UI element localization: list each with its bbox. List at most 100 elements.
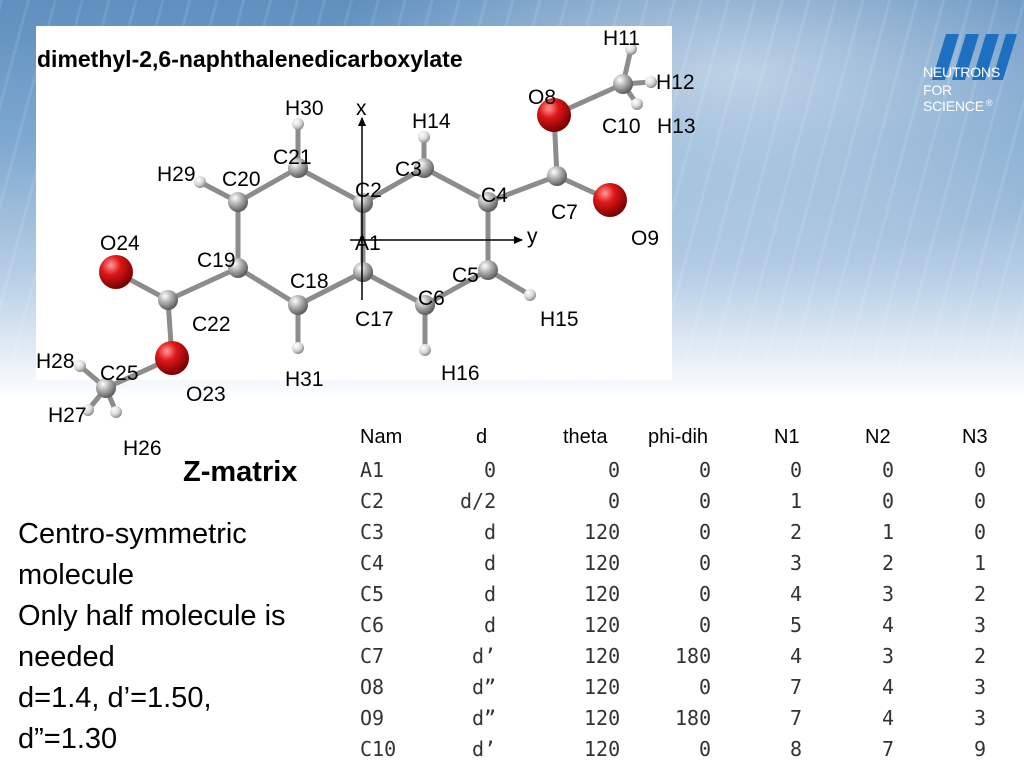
- note-line: Centro-symmetric: [18, 518, 247, 550]
- zmatrix-atom-name: C7: [360, 644, 385, 668]
- zmatrix-cell: 120: [584, 551, 621, 575]
- atom-label-C25: C25: [100, 362, 139, 385]
- atom-C25: [96, 378, 116, 398]
- logo-bar-2: [952, 34, 979, 80]
- zmatrix-cell: 3: [882, 582, 895, 606]
- atom-C20: [228, 192, 248, 212]
- atom-label-O23: O23: [186, 383, 226, 406]
- zmatrix-cell: 0: [699, 520, 712, 544]
- bond-C4-C7: [485, 173, 560, 205]
- atom-label-C3: C3: [395, 158, 422, 181]
- zmatrix-cell: 5: [790, 613, 803, 637]
- atom-label-H16: H16: [441, 362, 480, 385]
- bond-C5-C6: [422, 267, 491, 308]
- atom-H15: [524, 289, 536, 301]
- zmatrix-cell: 0: [882, 489, 895, 513]
- atom-C4: [478, 192, 498, 212]
- atom-H29: [194, 176, 206, 188]
- zmatrix-header-theta: theta: [563, 426, 608, 448]
- atom-label-C21: C21: [273, 146, 312, 169]
- atom-H30: [292, 118, 304, 130]
- bond-A1-C18: [295, 269, 366, 308]
- zmatrix-cell: d: [484, 520, 497, 544]
- bond-C20-C21: [235, 165, 301, 205]
- bond-C2-C3: [360, 165, 427, 206]
- zmatrix-cell: 7: [790, 675, 803, 699]
- zmatrix-cell: 1: [974, 551, 987, 575]
- zmatrix-cell: 3: [882, 644, 895, 668]
- logo-bar-1: [932, 34, 959, 80]
- atom-label-C18: C18: [290, 270, 329, 293]
- zmatrix-cell: 3: [974, 675, 987, 699]
- atom-label-C5: C5: [452, 264, 479, 287]
- zmatrix-cell: 7: [882, 737, 895, 761]
- atom-label-H12: H12: [656, 71, 695, 94]
- ill-logo: [932, 34, 1017, 80]
- zmatrix-cell: 3: [974, 706, 987, 730]
- note-line: molecule: [18, 559, 135, 591]
- atom-H28: [74, 360, 86, 372]
- atom-C21: [288, 158, 308, 178]
- zmatrix-atom-name: C3: [360, 520, 385, 544]
- logo-text-line2: FOR SCIENCE®: [923, 82, 1023, 114]
- zmatrix-atom-name: C5: [360, 582, 385, 606]
- zmatrix-cell: 0: [608, 489, 621, 513]
- zmatrix-cell: 2: [790, 520, 803, 544]
- atom-C2: [353, 193, 373, 213]
- bond-C21-C2: [295, 165, 366, 206]
- atom-label-C7: C7: [551, 201, 578, 224]
- zmatrix-atom-name: O9: [360, 706, 385, 730]
- atom-label-C19: C19: [197, 249, 236, 272]
- atom-H11: [625, 43, 637, 55]
- zmatrix-cell: 0: [699, 675, 712, 699]
- zmatrix-cell: 0: [699, 551, 712, 575]
- atom-O9: [593, 183, 627, 217]
- notes-block: Centro-symmetric molecule Only half mole…: [18, 514, 358, 760]
- zmatrix-cell: 0: [974, 520, 987, 544]
- logo-text-for-science: FOR SCIENCE: [923, 82, 984, 114]
- atom-C10: [613, 74, 633, 94]
- zmatrix-cell: 120: [584, 737, 621, 761]
- atom-C22: [158, 290, 178, 310]
- atom-H14: [418, 131, 430, 143]
- zmatrix-cell: 0: [699, 613, 712, 637]
- zmatrix-cell: d: [484, 551, 497, 575]
- bond-C19-C22: [165, 265, 241, 303]
- note-line: needed: [18, 641, 115, 673]
- atom-label-O8: O8: [528, 86, 556, 109]
- zmatrix-cell: 120: [584, 675, 621, 699]
- atom-label-H29: H29: [157, 163, 196, 186]
- zmatrix-atom-name: C6: [360, 613, 385, 637]
- bond-C18-C19: [235, 265, 301, 308]
- logo-bar-3: [972, 34, 999, 80]
- zmatrix-atom-name: O8: [360, 675, 385, 699]
- atom-label-H11: H11: [603, 27, 640, 50]
- atom-label-H30: H30: [285, 97, 324, 120]
- zmatrix-header-n2: N2: [865, 426, 891, 448]
- atom-label-H15: H15: [540, 308, 579, 331]
- zmatrix-header-phi-dih: phi-dih: [648, 426, 709, 448]
- zmatrix-cell: 4: [882, 675, 895, 699]
- atom-H12: [645, 76, 657, 88]
- atom-label-H26: H26: [123, 437, 162, 460]
- zmatrix-cell: 0: [699, 489, 712, 513]
- zmatrix-cell: d’: [472, 644, 497, 668]
- zmatrix-cell: 180: [675, 644, 712, 668]
- zmatrix-cell: d/2: [460, 489, 497, 513]
- zmatrix-cell: 120: [584, 613, 621, 637]
- atom-O8: [537, 98, 571, 132]
- atom-C3: [414, 158, 434, 178]
- atom-label-O24: O24: [100, 232, 140, 255]
- zmatrix-cell: 3: [790, 551, 803, 575]
- zmatrix-header-d: d: [476, 426, 488, 448]
- zmatrix-cell: 0: [974, 458, 987, 482]
- logo-text-line1: NEUTRONS: [923, 64, 1000, 80]
- bond-C3-C4: [421, 165, 491, 205]
- atom-label-H13: H13: [657, 115, 696, 138]
- atom-O23: [155, 341, 189, 375]
- atom-label-C2: C2: [355, 179, 382, 202]
- zmatrix-cell: 120: [584, 706, 621, 730]
- atom-H31: [292, 342, 304, 354]
- zmatrix-cell: d: [484, 582, 497, 606]
